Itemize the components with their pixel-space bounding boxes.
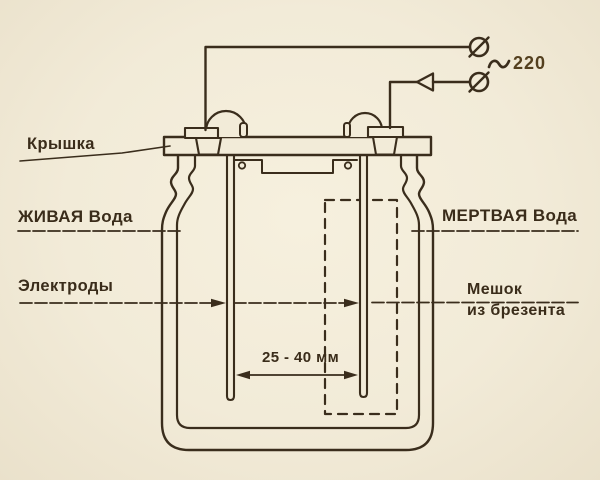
right-terminal [343,111,405,156]
left-electrode-post [239,122,248,138]
lid-insert-profile [233,159,358,174]
lid-leader-line [19,145,171,162]
right-terminal-plate [366,125,405,139]
electrodes-group [225,153,369,402]
lid [162,135,433,157]
canvas-bag-label: Мешок из брезента [467,280,565,321]
electrodes-label: Электроды [18,277,114,295]
right-terminal-nut [371,135,399,156]
jar [160,154,435,452]
jar-inner-wall [175,154,421,430]
right-seal-curl [343,161,353,170]
ac-wave-icon [487,59,511,69]
mains-terminal-top-slash [468,36,490,58]
left-electrode [225,153,236,402]
right-electrode-post [343,122,351,138]
dead-water-label: МЕРТВАЯ Вода [442,206,578,225]
lid-label: Крышка [27,135,95,153]
jar-outer-wall [160,154,435,452]
callouts [17,145,579,380]
diode-icon [415,72,435,92]
left-terminal-plate [183,126,220,140]
left-wire [204,45,472,132]
mains-terminal-bottom-slash [468,71,490,93]
electrodes-arrowhead-left [211,298,226,308]
wiring [204,36,511,132]
lid-insert [233,159,358,174]
electrode-gap-label: 25 - 40 мм [262,349,340,366]
gap-arrowhead-right [344,370,358,380]
canvas-bag-label-line2: из брезента [467,301,566,319]
mains-voltage-label: 220 [513,53,547,73]
right-wire [388,80,419,130]
electrodes-arrowhead-right [344,298,359,308]
left-terminal [183,109,248,156]
canvas-bag-label-line1: Мешок [467,281,523,298]
left-terminal-nut [194,136,223,156]
right-electrode [358,153,369,399]
living-water-label: ЖИВАЯ Вода [18,207,133,226]
gap-arrowhead-left [236,370,250,380]
left-seal-curl [237,161,247,170]
